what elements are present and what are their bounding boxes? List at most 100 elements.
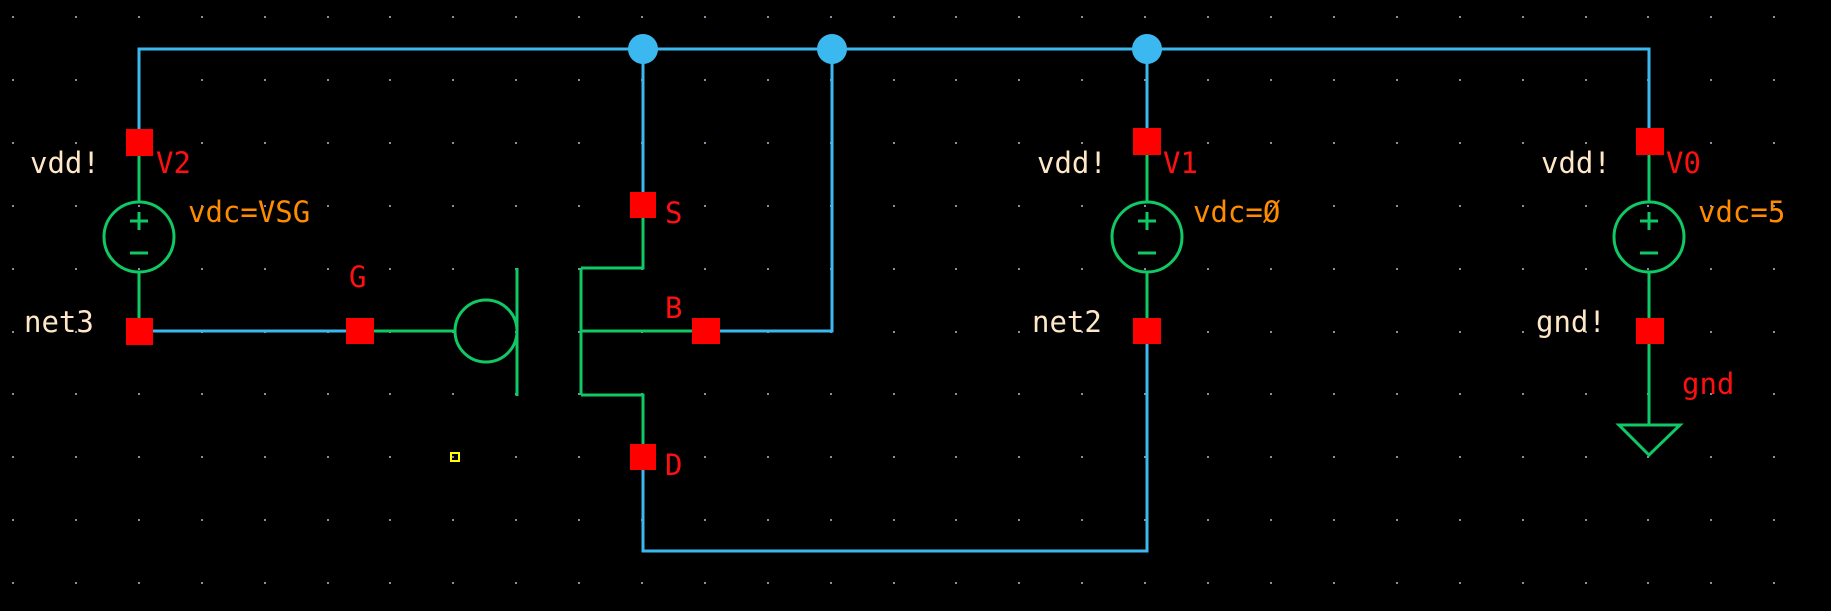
grid-dot	[1333, 582, 1335, 584]
grid-dot	[1270, 519, 1272, 521]
grid-dot	[1522, 582, 1524, 584]
grid-dot	[327, 142, 329, 144]
grid-dot	[1710, 205, 1712, 207]
grid-dot	[1773, 142, 1775, 144]
grid-dot	[1459, 331, 1461, 333]
grid-dot	[1710, 142, 1712, 144]
grid-dot	[12, 205, 14, 207]
grid-dot	[1459, 205, 1461, 207]
wire-vdd-top[interactable]	[137, 47, 1651, 142]
ground-icon	[1615, 423, 1684, 458]
grid-dot	[830, 582, 832, 584]
grid-dot	[1396, 519, 1398, 521]
grid-dot	[1081, 393, 1083, 395]
grid-dot	[1207, 205, 1209, 207]
grid-dot	[1710, 331, 1712, 333]
grid-dot	[389, 16, 391, 18]
grid-dot	[1081, 142, 1083, 144]
grid-dot	[389, 582, 391, 584]
grid-dot	[75, 142, 77, 144]
pin-drain[interactable]	[630, 444, 656, 470]
grid-dot	[327, 582, 329, 584]
grid-dot	[955, 519, 957, 521]
grid-dot	[1081, 582, 1083, 584]
pin-minus[interactable]	[126, 318, 153, 345]
grid-dot	[893, 142, 895, 144]
junctions	[628, 34, 1162, 64]
grid-dot	[452, 582, 454, 584]
source-v0[interactable]: vdd! V0 vdc=5 gnd!	[1536, 128, 1785, 425]
grid-dot	[1018, 393, 1020, 395]
grid-dot	[704, 456, 706, 458]
grid-dot	[704, 393, 706, 395]
pin-plus[interactable]	[1636, 128, 1664, 155]
source-v2[interactable]: vdd! V2 vdc=VSG net3	[24, 129, 310, 345]
grid-dot	[893, 331, 895, 333]
grid-dot	[201, 519, 203, 521]
grid-dot	[1396, 79, 1398, 81]
grid-dot	[767, 582, 769, 584]
net-label-top: vdd!	[30, 146, 100, 180]
pin-plus[interactable]	[126, 129, 153, 156]
pin-body[interactable]	[692, 318, 720, 344]
grid-dot	[1081, 519, 1083, 521]
net-label-top: vdd!	[1037, 146, 1107, 180]
grid-dot	[1144, 456, 1146, 458]
grid-dot	[12, 268, 14, 270]
grid-dot	[1396, 393, 1398, 395]
grid-dot	[830, 456, 832, 458]
grid-dot	[12, 79, 14, 81]
grid-dot	[75, 393, 77, 395]
grid-dot	[1585, 331, 1587, 333]
pin-plus[interactable]	[1133, 128, 1161, 155]
ground-symbol[interactable]: gnd	[1615, 367, 1734, 458]
grid-dot	[1459, 393, 1461, 395]
grid-dot	[1018, 142, 1020, 144]
grid-dot	[767, 519, 769, 521]
grid-dot	[893, 79, 895, 81]
grid-dot	[1647, 519, 1649, 521]
grid-dot	[75, 268, 77, 270]
junction-dot	[1132, 34, 1162, 64]
grid-dot	[452, 393, 454, 395]
grid-dot	[201, 393, 203, 395]
grid-dot	[1710, 16, 1712, 18]
cursor-marker	[450, 452, 460, 462]
grid-dot	[893, 393, 895, 395]
grid-dot	[893, 519, 895, 521]
grid-dot	[1270, 79, 1272, 81]
grid-dot	[1333, 142, 1335, 144]
grid-dot	[1081, 79, 1083, 81]
gate-bubble-icon	[453, 298, 519, 364]
grid-dot	[327, 79, 329, 81]
wire-vdd-to-body[interactable]	[706, 49, 834, 333]
grid-dot	[1585, 393, 1587, 395]
grid-dot	[1018, 582, 1020, 584]
source-pin-label: S	[665, 196, 682, 230]
grid-dot	[389, 79, 391, 81]
grid-dot	[704, 519, 706, 521]
grid-dot	[1396, 16, 1398, 18]
grid-dot	[955, 205, 957, 207]
grid-dot	[515, 79, 517, 81]
pin-source[interactable]	[630, 192, 656, 218]
pin-minus[interactable]	[1133, 318, 1161, 344]
grid-dot	[1396, 582, 1398, 584]
grid-dots	[12, 16, 1775, 584]
grid-dot	[1522, 268, 1524, 270]
grid-dot	[264, 582, 266, 584]
grid-dot	[1333, 456, 1335, 458]
pmos-transistor[interactable]: G S B D	[346, 192, 720, 482]
grid-dot	[1773, 205, 1775, 207]
grid-dot	[1018, 456, 1020, 458]
wire-net2-drain[interactable]	[641, 331, 1149, 553]
grid-dot	[327, 456, 329, 458]
grid-dot	[893, 582, 895, 584]
grid-dot	[1270, 456, 1272, 458]
grid-dot	[12, 142, 14, 144]
grid-dot	[138, 582, 140, 584]
pin-gate[interactable]	[346, 318, 374, 344]
source-v1[interactable]: vdd! V1 vdc=Ø net2	[1032, 128, 1280, 344]
pin-minus[interactable]	[1636, 318, 1664, 344]
